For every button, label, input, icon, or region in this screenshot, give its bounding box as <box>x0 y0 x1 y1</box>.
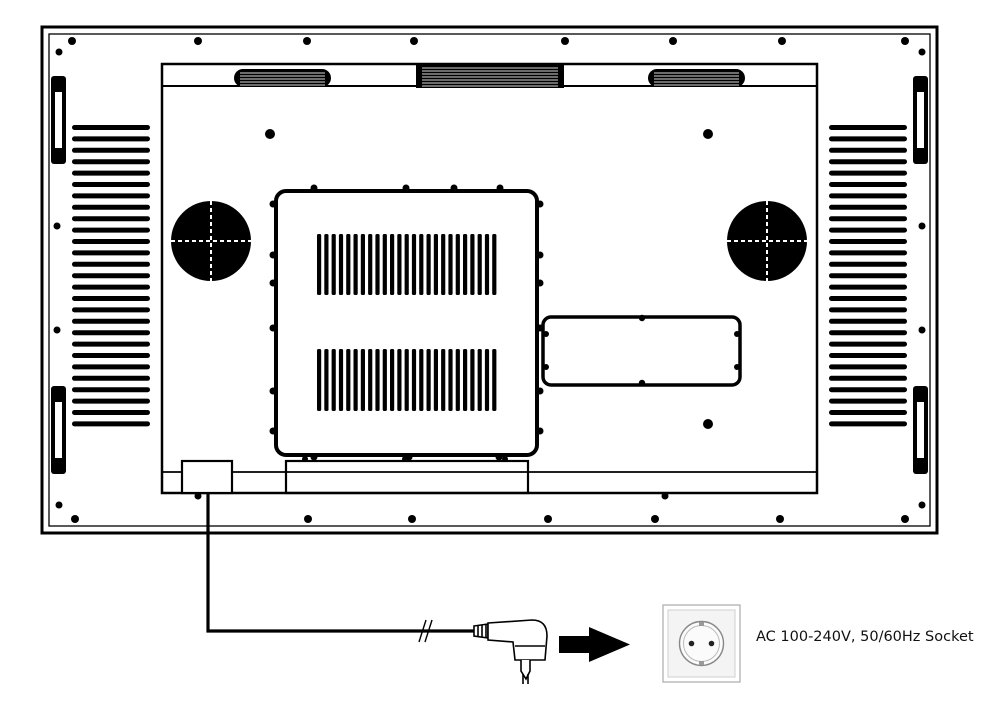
central-module <box>274 189 539 457</box>
rear-cover-plate <box>541 315 742 387</box>
left-handles <box>51 76 66 474</box>
module-screws <box>269 184 544 461</box>
speaker-left <box>171 201 251 281</box>
wall-socket-icon <box>662 604 741 683</box>
panel-screws <box>265 129 713 429</box>
chassis-inner-border <box>48 33 931 527</box>
speaker-right <box>727 201 807 281</box>
top-vent-right <box>648 69 745 87</box>
connector-bay-screws <box>302 456 508 462</box>
cord-break-mark <box>418 619 427 643</box>
power-inlet <box>180 459 234 495</box>
socket-label: AC 100-240V, 50/60Hz Socket <box>756 629 974 645</box>
right-handles <box>913 76 928 474</box>
power-cord <box>206 493 475 633</box>
left-side-vents <box>72 125 150 427</box>
rim-screws <box>53 37 926 523</box>
rear-cover-screws <box>543 314 740 387</box>
power-plug-icon <box>473 619 548 684</box>
bottom-connector-bay <box>284 459 530 495</box>
module-vents <box>317 234 497 411</box>
chassis-outer <box>40 25 939 535</box>
arrow-right-icon <box>559 627 630 662</box>
top-vent-left <box>234 69 331 87</box>
right-side-vents <box>829 125 907 427</box>
inner-back-panel <box>160 62 819 495</box>
